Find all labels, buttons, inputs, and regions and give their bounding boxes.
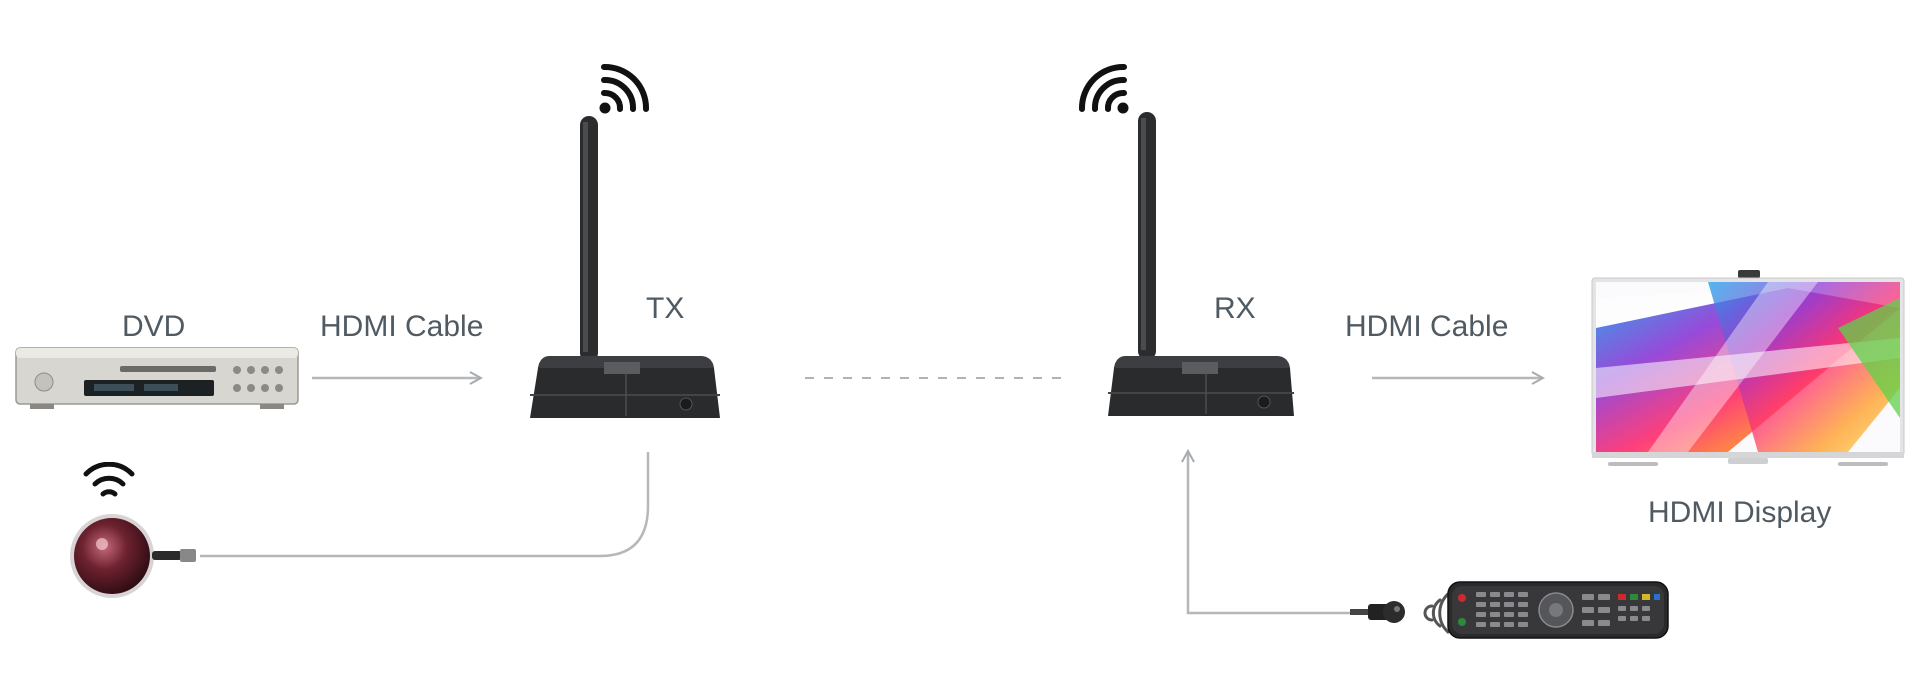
ir-receiver-plug [1350,601,1405,623]
dvd-label: DVD [122,310,186,343]
hdmi-display-label: HDMI Display [1648,496,1832,529]
ir-extender-eye [70,514,196,598]
tx-transmitter [530,116,720,418]
wifi-signal-icon [83,462,135,497]
rx-label: RX [1214,292,1256,325]
infrared-waves-icon [1423,592,1450,634]
wifi-signal-icon [599,63,650,114]
hdmi-cable-label-right: HDMI Cable [1345,310,1509,343]
tx-label: TX [646,292,685,325]
hdmi-display-tv [1591,270,1905,466]
ir-extender-cable [200,452,650,558]
remote-control [1447,581,1669,639]
ir-receiver-cable [1188,452,1380,615]
hdmi-cable-label-left: HDMI Cable [320,310,484,343]
rx-receiver [1108,112,1294,416]
wifi-signal-icon [1078,63,1129,114]
dvd-player [15,347,299,409]
